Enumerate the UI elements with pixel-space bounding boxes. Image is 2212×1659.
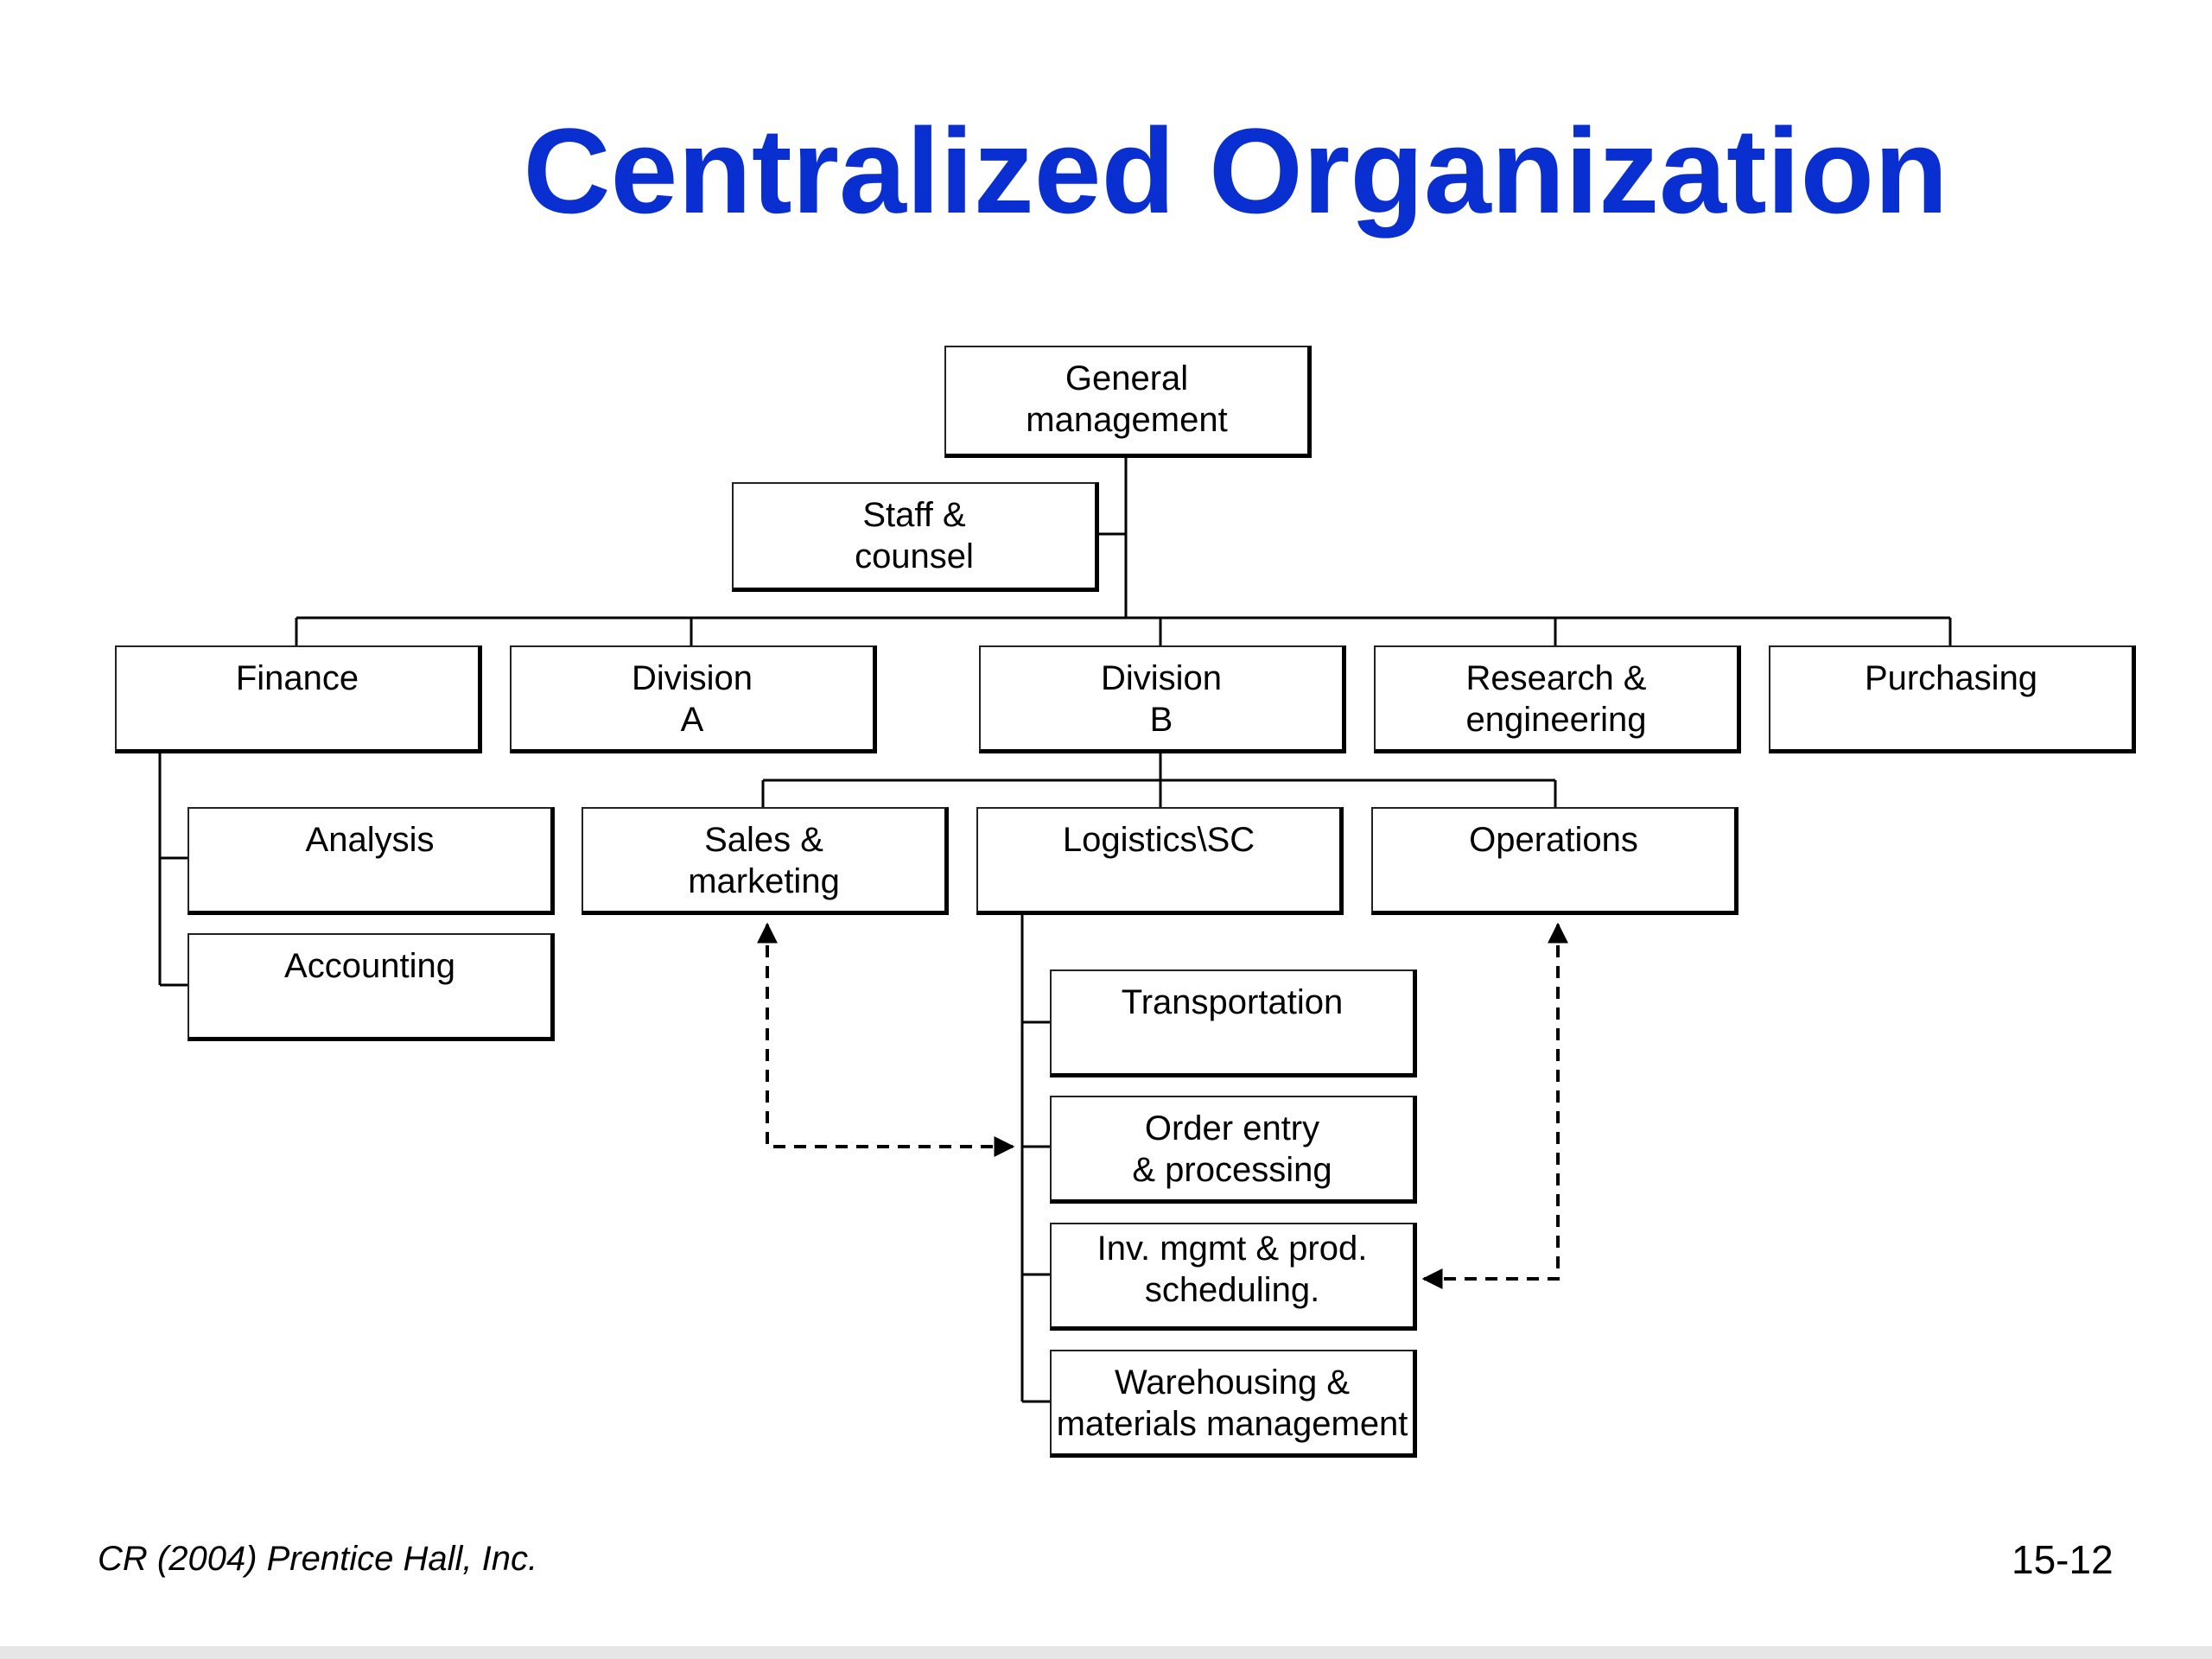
copyright-footer: CR (2004) Prentice Hall, Inc.: [98, 1540, 538, 1578]
page-number: 15-12: [2012, 1537, 2113, 1582]
node-inventory-scheduling: Inv. mgmt & prod. scheduling.: [1050, 1223, 1417, 1331]
bottom-rule: [0, 1646, 2212, 1659]
node-finance: Finance: [115, 645, 482, 753]
node-staff-counsel: Staff & counsel: [732, 482, 1099, 592]
node-logistics-sc: Logistics\SC: [976, 807, 1344, 915]
node-sales-marketing: Sales & marketing: [582, 807, 949, 915]
dashed-arrow-sales-order-entry: [757, 922, 1015, 1157]
node-analysis: Analysis: [188, 807, 555, 915]
node-division-a: Division A: [510, 645, 877, 753]
node-operations: Operations: [1371, 807, 1738, 915]
dashed-arrow-operations-inventory: [1421, 922, 1568, 1289]
node-purchasing: Purchasing: [1769, 645, 2136, 753]
node-transportation: Transportation: [1050, 969, 1417, 1077]
node-accounting: Accounting: [188, 933, 555, 1041]
node-division-b: Division B: [979, 645, 1346, 753]
node-order-entry: Order entry & processing: [1050, 1096, 1417, 1204]
node-research-engineering: Research & engineering: [1374, 645, 1741, 753]
node-warehousing: Warehousing & materials management: [1050, 1350, 1417, 1458]
page-title: Centralized Organization: [523, 103, 1948, 238]
node-general-management: General management: [944, 346, 1312, 458]
